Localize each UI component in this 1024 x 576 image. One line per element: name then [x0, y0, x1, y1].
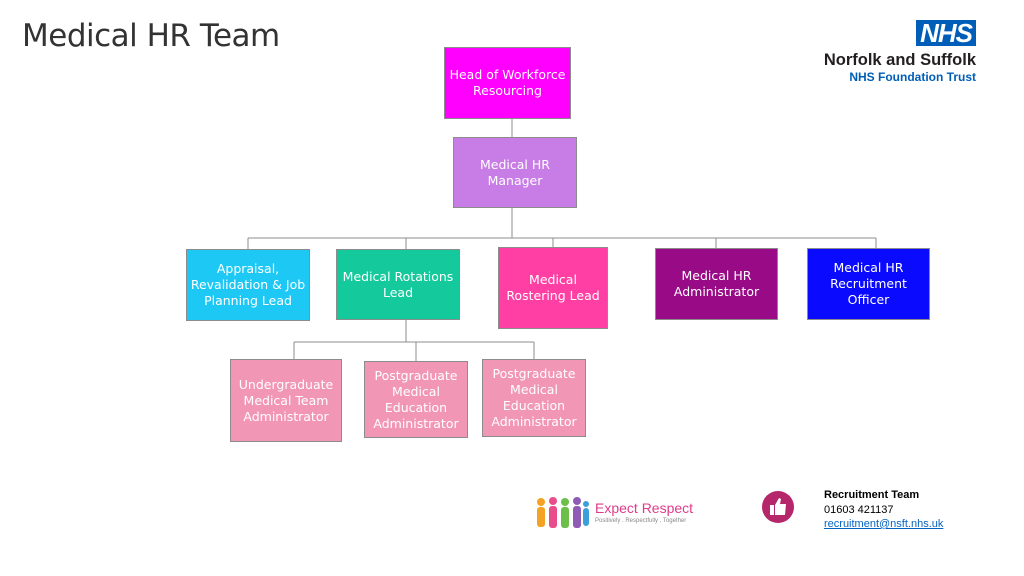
node-label: Undergraduate Medical Team Administrator [238, 376, 334, 424]
org-name: Norfolk and Suffolk [823, 51, 976, 69]
expect-respect-text: Expect Respect [595, 500, 694, 516]
nhs-mark: NHS [916, 20, 976, 46]
node-label: Medical HR Manager [480, 156, 550, 188]
contact-phone: 01603 421137 [824, 503, 894, 516]
people-icon [537, 497, 589, 528]
node-label: Medical Rotations Lead [342, 268, 454, 300]
node-label: Medical HR Administrator [673, 268, 760, 299]
node-postgraduate-administrator-2: Postgraduate Medical Education Administr… [482, 359, 586, 437]
node-label: Medical HR Recruitment Officer [830, 260, 907, 307]
nhs-logo: NHS Norfolk and Suffolk NHS Foundation T… [824, 20, 976, 84]
node-label: Postgraduate Medical Education Administr… [491, 366, 577, 429]
contact-block: Recruitment Team 01603 421137 recruitmen… [824, 488, 943, 532]
page-title: Medical HR Team [22, 18, 280, 54]
node-rostering-lead: Medical Rostering Lead [498, 247, 608, 329]
node-hr-administrator: Medical HR Administrator [655, 248, 778, 320]
node-postgraduate-administrator-1: Postgraduate Medical Education Administr… [364, 361, 468, 438]
thumbs-up-icon [762, 491, 794, 523]
node-head-of-workforce: Head of Workforce Resourcing [444, 47, 571, 119]
node-label: Appraisal, Revalidation & Job Planning L… [190, 261, 306, 308]
node-label: Medical Rostering Lead [506, 272, 600, 303]
expect-respect-tagline: Positively . Respectfully . Together [595, 518, 687, 524]
node-appraisal-lead: Appraisal, Revalidation & Job Planning L… [186, 249, 310, 321]
node-rotations-lead: Medical Rotations Lead [336, 249, 460, 320]
node-undergraduate-administrator: Undergraduate Medical Team Administrator [230, 359, 342, 442]
expect-respect-logo: Expect Respect Positively . Respectfully… [533, 494, 693, 539]
contact-title: Recruitment Team [824, 489, 920, 501]
contact-email-link[interactable]: recruitment@nsft.nhs.uk [824, 518, 944, 530]
node-label: Postgraduate Medical Education Administr… [373, 367, 459, 431]
node-label: Head of Workforce Resourcing [449, 67, 566, 98]
node-medical-hr-manager: Medical HR Manager [453, 137, 577, 208]
node-recruitment-officer: Medical HR Recruitment Officer [807, 248, 930, 320]
org-subname: NHS Foundation Trust [849, 70, 976, 84]
